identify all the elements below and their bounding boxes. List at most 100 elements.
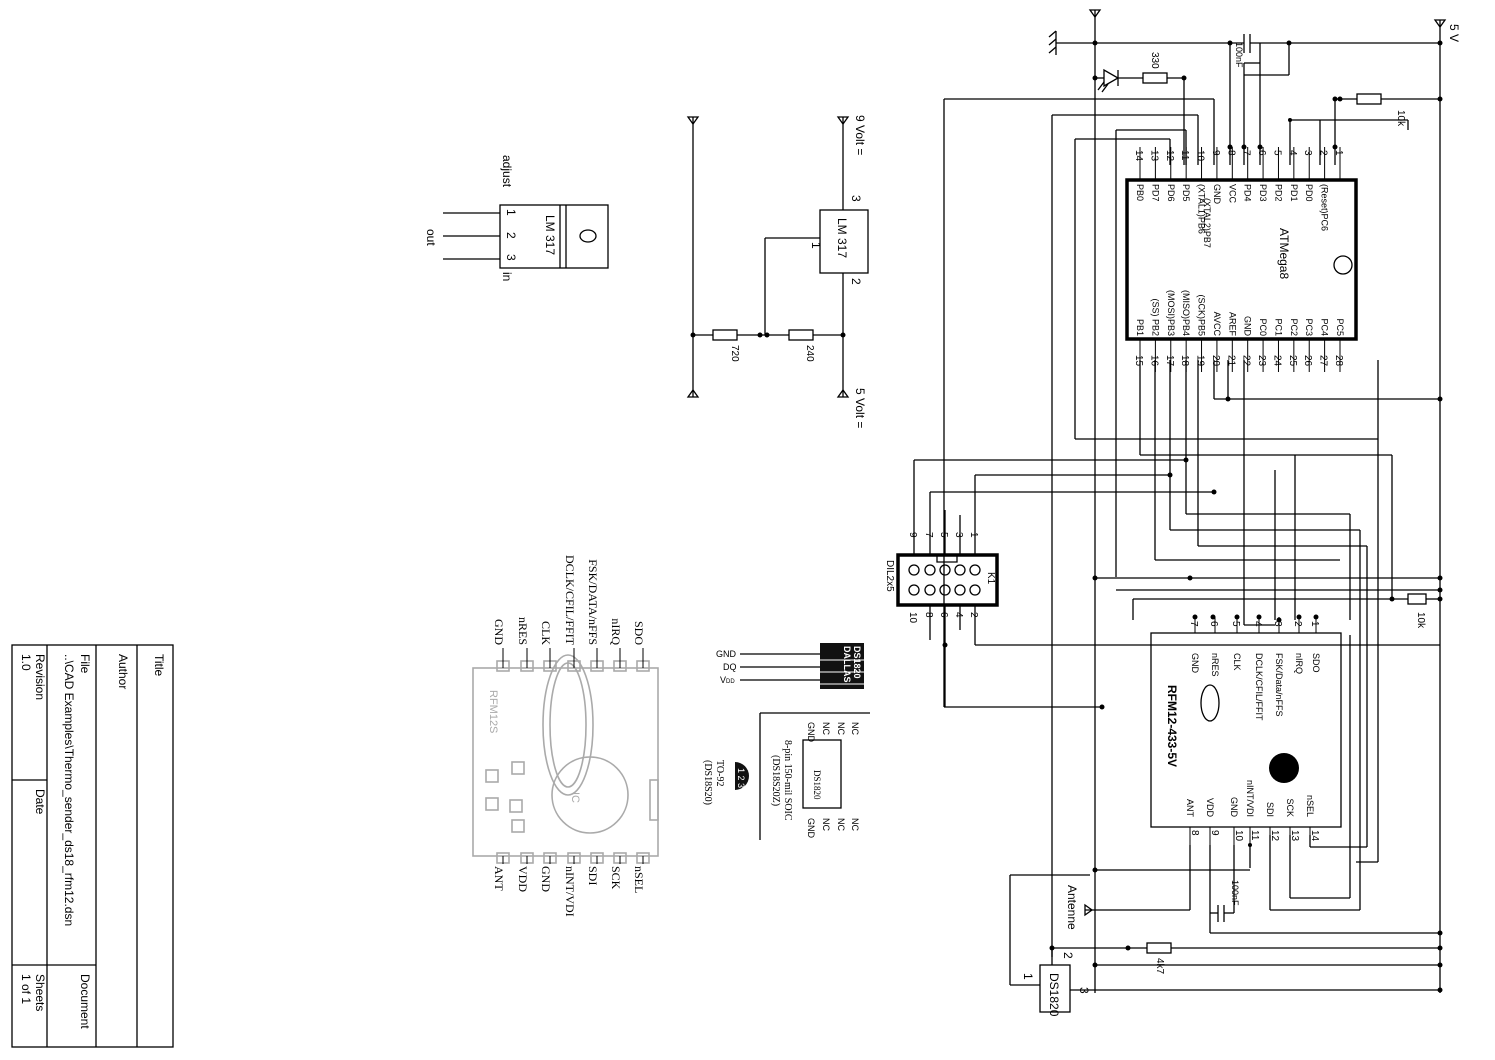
k1-pin-top-1: 7 [923, 532, 934, 538]
atmega-pin-15: 15 [1133, 355, 1144, 367]
reg-out-label: 5 Volt = [853, 388, 867, 428]
c-top-label: 100nF [1234, 42, 1244, 68]
atmega-pin-20: 20 [1210, 355, 1221, 367]
rfm-pkg-bot-4: GND [539, 866, 553, 892]
rfm12-pin-8: 8 [1189, 830, 1200, 836]
lm317-pkg-pin3: 3 [504, 254, 518, 261]
atmega-label-top-10: PD1 [1289, 184, 1299, 202]
atmega-pin-13: 13 [1148, 150, 1159, 162]
rfm12-pin-7: 7 [1188, 621, 1199, 627]
file-value: ..\CAD Examples\Thermo_sender_ds18_rfm12… [62, 654, 76, 926]
rfm12-pin-9: 9 [1209, 830, 1220, 836]
atmega-label-bot-10: PC2 [1289, 318, 1299, 336]
atmega-pin-16: 16 [1148, 355, 1159, 367]
rfm-pkg-ic: IC [569, 792, 581, 803]
atmega-pin-26: 26 [1302, 355, 1313, 367]
atmega-pin-2: 2 [1318, 150, 1329, 156]
atmega-label-bot-6: AREF [1227, 312, 1237, 337]
atmega-label-top-1: PD7 [1150, 184, 1160, 202]
rfm12-pin-14: 14 [1309, 830, 1320, 842]
atmega-pin-27: 27 [1318, 355, 1329, 367]
k1-pin-bot-3: 4 [953, 612, 964, 618]
rfm12-pin-5: 5 [1230, 621, 1241, 627]
rfm12-pin-1: 1 [1309, 621, 1320, 627]
rfm-pkg-top-4: CLK [539, 621, 553, 645]
rfm12-label-top-3: DCLK/CFIL/FFIT [1254, 653, 1264, 721]
atmega-pin-18: 18 [1179, 355, 1190, 367]
sheets-label: Sheets [33, 974, 47, 1011]
atmega-pin-25: 25 [1287, 355, 1298, 367]
atmega-label-bot-11: PC3 [1304, 318, 1314, 336]
rfm12-label-top-6: SDO [1311, 653, 1321, 673]
ds-soic-r2: NC [821, 818, 831, 831]
lm317-pkg-pin2: 2 [504, 232, 518, 239]
ds1820: DS1820 1 2 3 4k7 [1010, 942, 1443, 1017]
atmega-pin-19: 19 [1195, 355, 1206, 367]
rfm-pkg-top-5: nRES [516, 617, 530, 645]
rfm12s-package: IC RFM12S SDOnIRQFSK/DATA/nFFSDCLK/CFIL/… [472, 555, 659, 917]
lm317-regulator: 3 1 2 LM 317 9 Volt = 5 Volt = 720 240 [686, 115, 869, 428]
rfm-pkg-top-0: SDO [632, 621, 646, 645]
lm317-pkg-name: LM 317 [543, 215, 557, 255]
rfm12-name: RFM12-433-5V [1165, 685, 1179, 767]
rfm-pkg-top-2: FSK/DATA/nFFS [586, 559, 600, 645]
atmega-pin-28: 28 [1333, 355, 1344, 367]
power-section: 5 V 100nF 330 [1048, 9, 1461, 993]
atmega-pin-6: 6 [1256, 150, 1267, 156]
title-label: Title [152, 654, 166, 677]
author-label: Author [116, 654, 130, 689]
rfm12-label-top-0: GND [1190, 653, 1200, 674]
atmega-label-top-3: PD5 [1181, 184, 1191, 202]
atmega-pin-8: 8 [1225, 150, 1236, 156]
k1-pin-bot-2: 6 [938, 612, 949, 618]
k1-pin-top-0: 9 [907, 532, 918, 538]
atmega-label-bot-12: PC4 [1320, 318, 1330, 336]
atmega-name: ATMega8 [1277, 228, 1291, 279]
rfm12-label-bot-3: nINT/VDI [1245, 780, 1255, 817]
rfm12-pin-3: 3 [1272, 621, 1283, 627]
rfm-pkg-bot-6: ANT [492, 866, 506, 891]
atmega-pin-21: 21 [1225, 355, 1236, 367]
atmega-label-top-11: PD0 [1304, 184, 1314, 202]
rfm-pkg-name: RFM12S [487, 690, 499, 733]
k1-pin-top-4: 1 [968, 532, 979, 538]
atmega-pin-5: 5 [1271, 150, 1282, 156]
ds-soic-alt: (DS18S20Z) [770, 755, 781, 806]
ds-pkg-dq: DQ [723, 662, 737, 672]
rfm12-pin-12: 12 [1269, 830, 1280, 842]
rfm12-pin-4: 4 [1252, 621, 1263, 627]
atmega-label-top-0: PB0 [1135, 184, 1145, 201]
lm317-pkg-adjust: adjust [500, 155, 514, 188]
wiring: 10k [913, 43, 1443, 957]
rfm12-label-top-4: FSK/Data/nFFS [1274, 653, 1284, 717]
rfm-pkg-bot-3: nINT/VDI [563, 866, 577, 917]
lm317-pkg-pin1: 1 [504, 209, 518, 216]
ds-soic-l4: GND [806, 722, 816, 743]
rfm12-label-top-5: nIRQ [1294, 653, 1304, 674]
atmega-label-bot-4: (SCK)PB5 [1197, 294, 1207, 336]
ds-pkg-gnd: GND [716, 649, 737, 659]
k1-type: DIL2x5 [884, 560, 895, 592]
atmega-label-bot-2: (MOSI)PB3 [1166, 290, 1176, 336]
rfm12-pin-11: 11 [1249, 830, 1260, 841]
atmega-pin-4: 4 [1287, 150, 1298, 156]
ds-soic-r4: GND [806, 818, 816, 839]
file-label: File [78, 654, 92, 674]
antenna-label: Antenne [1065, 885, 1079, 930]
atmega-pin-22: 22 [1241, 355, 1252, 367]
k1-pin-top-2: 5 [938, 532, 949, 538]
reg-in-label: 9 Volt = [853, 115, 867, 155]
atmega-xtal2: (XTAL2)PB7 [1202, 198, 1212, 248]
ds-to92-label: TO-92 [714, 760, 725, 786]
ds-pkg-brand: DALLAS [842, 646, 852, 683]
sheets-value: 1 of 1 [19, 974, 33, 1004]
atmega-pin-12: 12 [1164, 150, 1175, 162]
r-led-label: 330 [1149, 52, 1160, 69]
rfm-pkg-top-3: DCLK/CFIL/FFIT [563, 555, 577, 646]
lm317-pkg-in: in [500, 272, 514, 281]
atmega-label-top-9: PD2 [1273, 184, 1283, 202]
lm317-pkg-out: out [424, 229, 438, 246]
ds1820-pin3: 3 [1077, 987, 1091, 994]
reg-r2: 240 [804, 345, 815, 362]
